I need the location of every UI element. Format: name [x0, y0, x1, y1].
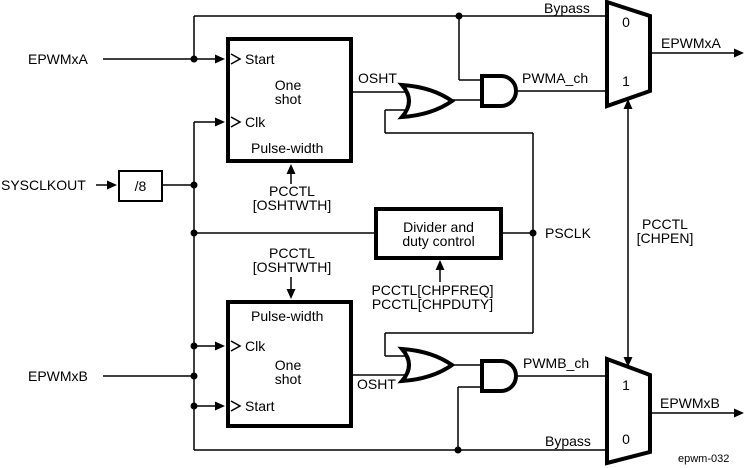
pcctl-chpduty-label: PCCTL[CHPDUTY] [371, 296, 494, 312]
mux-b [605, 356, 652, 466]
junction-dot [190, 342, 198, 350]
div8-label: /8 [134, 178, 147, 194]
mux-a-input0-label: 0 [622, 14, 630, 30]
osht-b-label: OSHT [357, 376, 396, 392]
arrow-epwmxb-out-icon [734, 408, 744, 418]
divider-duty-line1: Divider and [403, 218, 474, 235]
oneshot-b-title-line2: shot [274, 371, 302, 387]
osht-a-label: OSHT [358, 70, 397, 86]
epwmxb-input-label: EPWMxB [28, 368, 88, 384]
sysclkout-label: SYSCLKOUT [1, 177, 86, 193]
oneshot-a-start-label: Start [245, 51, 275, 67]
junction-dot [529, 229, 537, 237]
arrow-clk-b-icon [215, 341, 225, 351]
chevron-start-b-icon [230, 400, 242, 412]
bypass-a-label: Bypass [544, 0, 590, 16]
pwma-ch-label: PWMA_ch [522, 70, 589, 86]
junction-dots [190, 12, 537, 454]
figure-id-watermark: epwm-032 [678, 453, 730, 465]
junction-dot [190, 181, 198, 189]
oneshot-b-clk-label: Clk [245, 338, 266, 354]
divider-duty-block [374, 207, 503, 260]
junction-dot [190, 402, 198, 410]
oneshot-b-pulsewidth-label: Pulse-width [251, 308, 324, 324]
chevron-clk-a-icon [230, 116, 242, 128]
oneshot-b-title-line1: One [274, 357, 302, 373]
junction-dot [454, 446, 462, 454]
arrowheads [107, 48, 744, 418]
oneshot-a-title: One shot [256, 78, 320, 106]
or-gate-a [397, 82, 456, 120]
pcctl-chpen-label: PCCTL [CHPEN] [633, 217, 697, 245]
junction-dot [190, 372, 198, 380]
mux-b-input0-label: 0 [622, 431, 630, 447]
input-chevrons [230, 53, 242, 412]
pcctl-oshtwth-b-line1: PCCTL [269, 245, 315, 261]
arrow-div8-icon [107, 180, 117, 190]
pcctl-oshtwth-b-label: PCCTL [OSHTWTH] [246, 246, 338, 274]
pcctl-chpfreq-label: PCCTL[CHPFREQ] [371, 282, 494, 298]
oneshot-a-block [226, 37, 353, 163]
arrow-oshtwth-a-icon [286, 164, 296, 174]
arrow-start-b-icon [215, 401, 225, 411]
pcctl-oshtwth-b-line2: [OSHTWTH] [252, 259, 332, 275]
psclk-label: PSCLK [545, 225, 591, 241]
arrow-oshtwth-b-icon [286, 289, 296, 299]
pcctl-chpen-line1: PCCTL [642, 216, 688, 232]
arrow-chpen-mux-a-icon [623, 99, 633, 109]
chevron-start-a-icon [230, 53, 242, 65]
oneshot-a-title-line1: One [274, 77, 302, 93]
wire-layer [96, 15, 735, 451]
bypass-b-label: Bypass [545, 433, 591, 449]
div8-block [118, 170, 163, 202]
junction-dot [455, 12, 463, 20]
or-gate-b [397, 346, 456, 384]
pwmb-ch-label: PWMB_ch [523, 355, 590, 371]
arrow-chpen-mux-b-icon [623, 357, 633, 367]
mux-b-input1-label: 1 [622, 377, 630, 393]
arrow-clk-a-icon [215, 117, 225, 127]
mux-a-input1-label: 1 [622, 73, 630, 89]
arrow-start-a-icon [215, 54, 225, 64]
arrow-chp-icon [435, 260, 445, 270]
oneshot-a-pulsewidth-label: Pulse-width [251, 140, 324, 156]
pcctl-oshtwth-a-label: PCCTL [OSHTWTH] [246, 184, 338, 212]
pcctl-oshtwth-a-line1: PCCTL [269, 183, 315, 199]
junction-dot [190, 55, 198, 63]
pcctl-chp-label: PCCTL[CHPFREQ] PCCTL[CHPDUTY] [361, 283, 504, 311]
and-gate-b [480, 359, 518, 393]
epwmxa-input-label: EPWMxA [28, 51, 88, 67]
epwmxa-output-label: EPWMxA [661, 35, 721, 51]
junction-dot [190, 229, 198, 237]
oneshot-a-clk-label: Clk [245, 114, 266, 130]
mux-a [605, 0, 652, 109]
oneshot-b-start-label: Start [245, 398, 275, 414]
oneshot-a-title-line2: shot [274, 91, 302, 107]
divider-duty-line2: duty control [402, 232, 475, 249]
chevron-clk-b-icon [230, 340, 242, 352]
pcctl-oshtwth-a-line2: [OSHTWTH] [252, 197, 332, 213]
epwmxb-output-label: EPWMxB [660, 395, 720, 411]
oneshot-b-block [226, 300, 353, 428]
pcctl-chpen-line2: [CHPEN] [636, 230, 694, 246]
arrow-epwmxa-out-icon [734, 48, 744, 58]
divider-duty-label: Divider and duty control [374, 207, 503, 260]
and-gate-a [480, 74, 518, 108]
oneshot-b-title: One shot [256, 358, 320, 386]
